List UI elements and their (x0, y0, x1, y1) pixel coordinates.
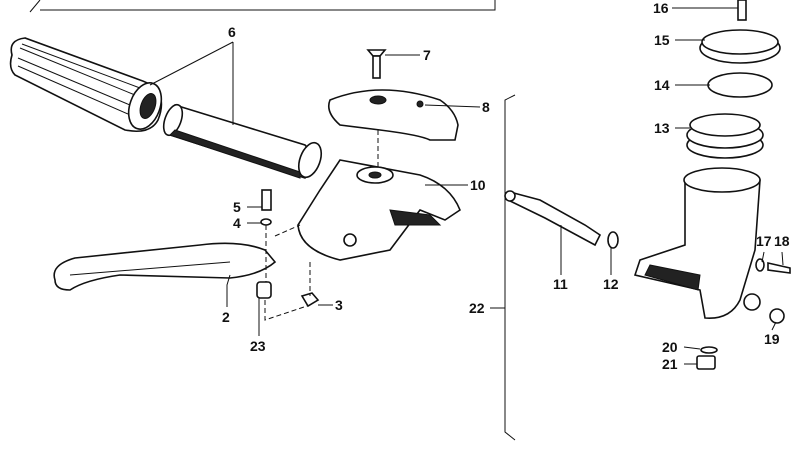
master-cylinder (633, 167, 761, 319)
callout-4: 4 (233, 215, 241, 231)
lever-housing (297, 159, 461, 261)
screw (366, 49, 387, 79)
callout-11: 11 (553, 276, 568, 292)
frame-lines (29, 0, 516, 441)
callout-20: 20 (662, 339, 678, 355)
callout-labels: 6 7 8 10 5 4 2 3 23 16 15 14 13 11 12 17… (222, 0, 790, 372)
callout-23: 23 (250, 338, 266, 354)
bellows (686, 113, 764, 159)
callout-5: 5 (233, 199, 241, 215)
callout-22: 22 (469, 300, 485, 316)
callout-15: 15 (654, 32, 670, 48)
piston-assembly (504, 190, 619, 249)
reservoir-cap (699, 0, 781, 98)
callout-21: 21 (662, 356, 678, 372)
brake-lever (53, 242, 277, 291)
housing-cover (327, 89, 459, 141)
callout-7: 7 (423, 47, 431, 63)
callout-2: 2 (222, 309, 230, 325)
handlebar-grip (9, 37, 163, 133)
callout-16: 16 (653, 0, 669, 16)
fittings-right (696, 258, 791, 370)
callout-17: 17 (756, 233, 772, 249)
callout-8: 8 (482, 99, 490, 115)
callout-12: 12 (603, 276, 619, 292)
small-parts-left (256, 189, 320, 308)
callout-13: 13 (654, 120, 670, 136)
callout-10: 10 (470, 177, 486, 193)
callout-18: 18 (774, 233, 790, 249)
leader-lines (149, 7, 784, 365)
callout-3: 3 (335, 297, 343, 313)
throttle-tube (162, 103, 323, 179)
callout-6: 6 (228, 24, 236, 40)
callout-19: 19 (764, 331, 780, 347)
callout-14: 14 (654, 77, 670, 93)
